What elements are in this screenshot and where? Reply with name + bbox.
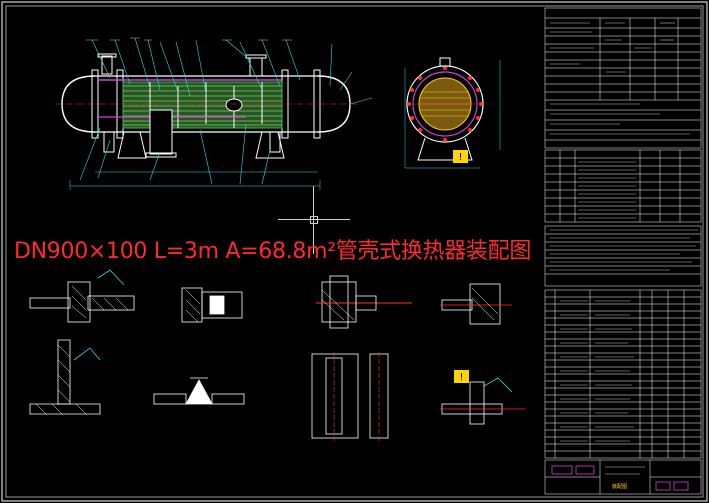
title-block-logo (551, 465, 689, 491)
title-block-tables (544, 7, 702, 495)
svg-text:!: ! (459, 372, 463, 383)
crosshair-cursor-icon (278, 219, 350, 220)
crosshair-pickbox (310, 216, 318, 224)
table-text-marks (550, 22, 698, 475)
inner-frame (5, 5, 704, 498)
warning-icon: ! (454, 370, 469, 383)
detail-views-row2 (29, 339, 525, 442)
sheet-label: 装配图 (612, 484, 628, 490)
exchanger-end-view (404, 57, 501, 169)
exchanger-elevation (55, 37, 373, 190)
left-head (61, 75, 96, 133)
drawing-overlay-title: DN900×100 L=3m A=68.8m²管壳式换热器装配图 (14, 239, 532, 264)
warning-icon: ! (453, 150, 468, 163)
svg-text:!: ! (458, 152, 462, 163)
crosshair-cursor-icon (313, 186, 314, 254)
detail-views (29, 269, 512, 329)
